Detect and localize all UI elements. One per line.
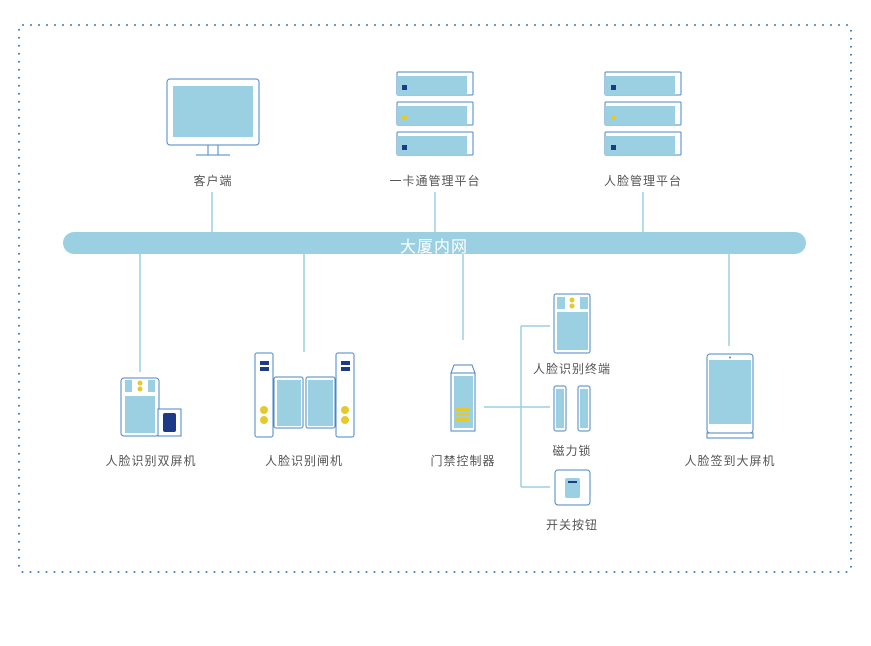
network-bus-label: 大厦内网 (399, 237, 469, 256)
card-platform-label: 一卡通管理平台 (389, 174, 481, 188)
face-platform-label: 人脸管理平台 (603, 174, 683, 188)
face-terminal-label: 人脸识别终端 (532, 362, 612, 376)
server-stack-icon (604, 71, 682, 156)
magnetic-lock-icon (553, 385, 591, 432)
access-controller-icon (450, 364, 476, 432)
face-terminal-icon (553, 293, 591, 354)
signin-screen-label: 人脸签到大屏机 (684, 454, 776, 468)
client-label: 客户端 (193, 174, 233, 188)
access-controller-label: 门禁控制器 (430, 454, 496, 468)
connection-lines (139, 192, 730, 488)
monitor-icon (166, 78, 260, 156)
server-stack-icon (396, 71, 474, 156)
network-bus (63, 232, 806, 254)
switch-button-icon (554, 469, 591, 506)
turnstile-gate-icon (254, 352, 355, 438)
switch-button-label: 开关按钮 (545, 518, 599, 532)
tablet-screen-icon (706, 353, 754, 439)
dual-screen-device-icon (120, 377, 182, 437)
dual-screen-label: 人脸识别双屏机 (105, 454, 197, 468)
magnetic-lock-label: 磁力锁 (552, 444, 592, 458)
gate-label: 人脸识别闸机 (264, 454, 344, 468)
